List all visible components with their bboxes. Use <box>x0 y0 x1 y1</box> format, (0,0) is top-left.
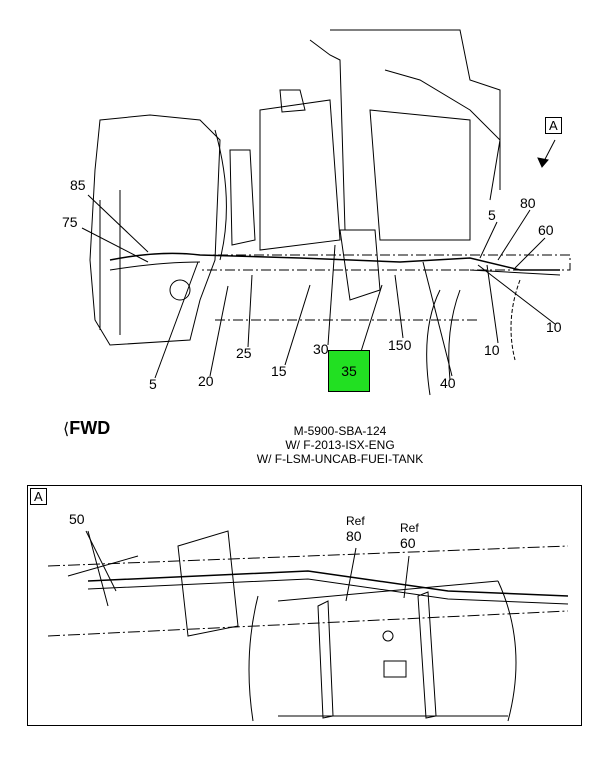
detail-view-a: A 50 Ref 80 Ref 60 <box>27 485 582 726</box>
fwd-label: FWD <box>69 418 111 438</box>
callout-5-left[interactable]: 5 <box>149 376 157 392</box>
fwd-indicator: ⟨FWD <box>63 418 110 439</box>
detail-diagram-art <box>47 530 569 722</box>
detail-ref-60-label: Ref <box>400 521 419 535</box>
callout-35-label: 35 <box>341 363 357 379</box>
callout-150[interactable]: 150 <box>388 337 412 353</box>
detail-callout-ref-80[interactable]: 80 <box>346 528 362 544</box>
callout-35-highlighted[interactable]: 35 <box>328 350 370 392</box>
caption-line-1: M-5900-SBA-124 <box>293 424 387 438</box>
callout-80[interactable]: 80 <box>520 195 536 211</box>
callout-60[interactable]: 60 <box>538 222 554 238</box>
callout-15[interactable]: 15 <box>271 363 287 379</box>
callout-25[interactable]: 25 <box>236 345 252 361</box>
view-a-marker: A <box>545 117 562 134</box>
callout-10-center[interactable]: 10 <box>484 342 500 358</box>
callout-40[interactable]: 40 <box>440 375 456 391</box>
caption-line-3: W/ F-LSM-UNCAB-FUEI-TANK <box>256 452 424 466</box>
detail-callout-ref-60[interactable]: 60 <box>400 535 416 551</box>
callout-10-right[interactable]: 10 <box>546 319 562 335</box>
callout-30[interactable]: 30 <box>313 341 329 357</box>
fwd-arrow-icon: ⟨ <box>63 421 70 438</box>
callout-5-right[interactable]: 5 <box>488 207 496 223</box>
diagram-caption: M-5900-SBA-124 W/ F-2013-ISX-ENG W/ F-LS… <box>220 424 460 466</box>
detail-ref-80-label: Ref <box>346 514 365 528</box>
callout-20[interactable]: 20 <box>198 373 214 389</box>
callout-85[interactable]: 85 <box>70 177 86 193</box>
callout-75[interactable]: 75 <box>62 214 78 230</box>
caption-line-2: W/ F-2013-ISX-ENG <box>285 438 395 452</box>
detail-callout-50[interactable]: 50 <box>69 511 85 527</box>
detail-view-label: A <box>30 488 47 505</box>
